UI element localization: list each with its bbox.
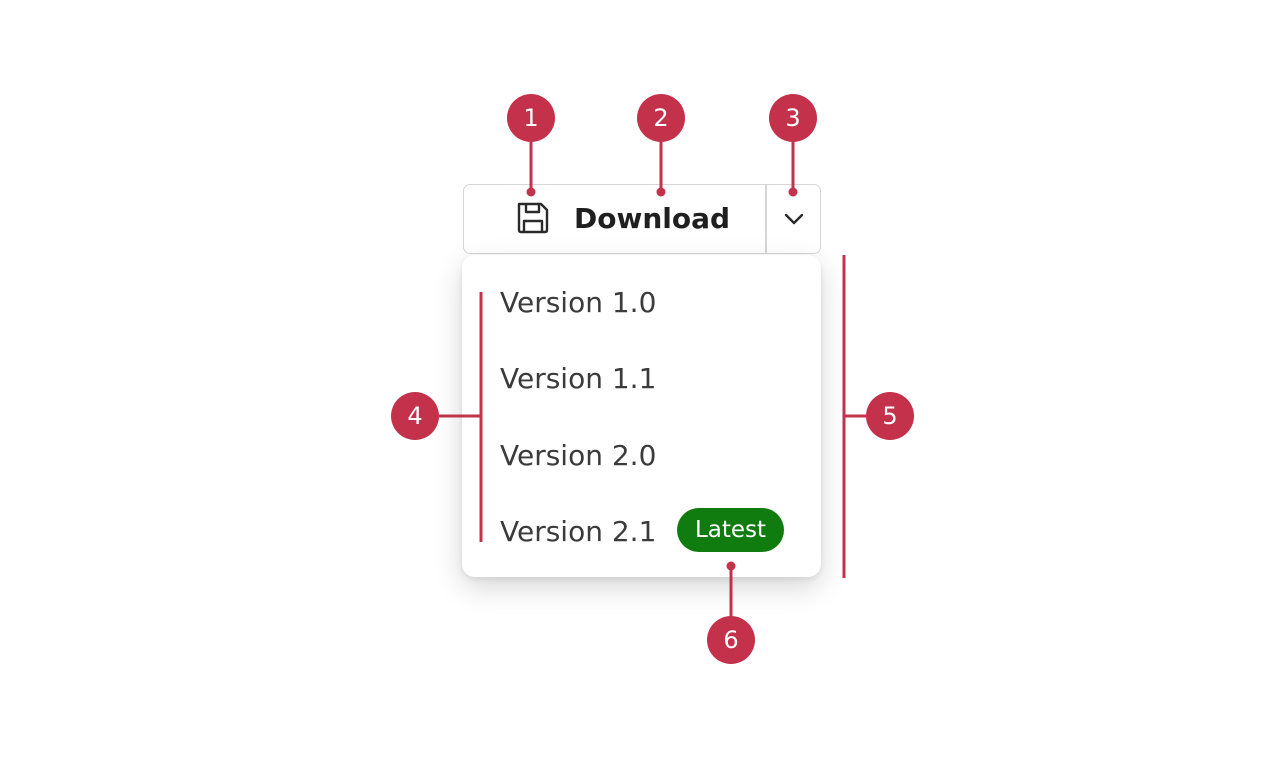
chevron-down-icon (784, 213, 803, 225)
latest-badge: Latest (677, 508, 784, 552)
download-button[interactable]: Download (464, 185, 765, 253)
download-label: Download (574, 202, 731, 235)
callout-2: 2 (637, 94, 685, 142)
menu-item-version-1-1[interactable]: Version 1.1 (500, 362, 657, 395)
download-split-button: Download (463, 184, 821, 254)
callout-5: 5 (866, 392, 914, 440)
menu-item-version-2-1[interactable]: Version 2.1 (500, 515, 657, 548)
split-divider (765, 185, 767, 253)
callout-4: 4 (391, 392, 439, 440)
callout-1: 1 (507, 94, 555, 142)
callout-2-dot (656, 187, 666, 197)
dropdown-toggle-button[interactable] (765, 185, 822, 253)
callout-3: 3 (769, 94, 817, 142)
callout-3-dot (788, 187, 798, 197)
version-menu: Version 1.0 Version 1.1 Version 2.0 Vers… (462, 255, 821, 577)
save-icon (517, 202, 549, 234)
callout-6-dot (726, 561, 736, 571)
callout-6: 6 (707, 616, 755, 664)
menu-item-version-1-0[interactable]: Version 1.0 (500, 286, 657, 319)
menu-item-version-2-0[interactable]: Version 2.0 (500, 439, 657, 472)
callout-1-dot (526, 187, 536, 197)
